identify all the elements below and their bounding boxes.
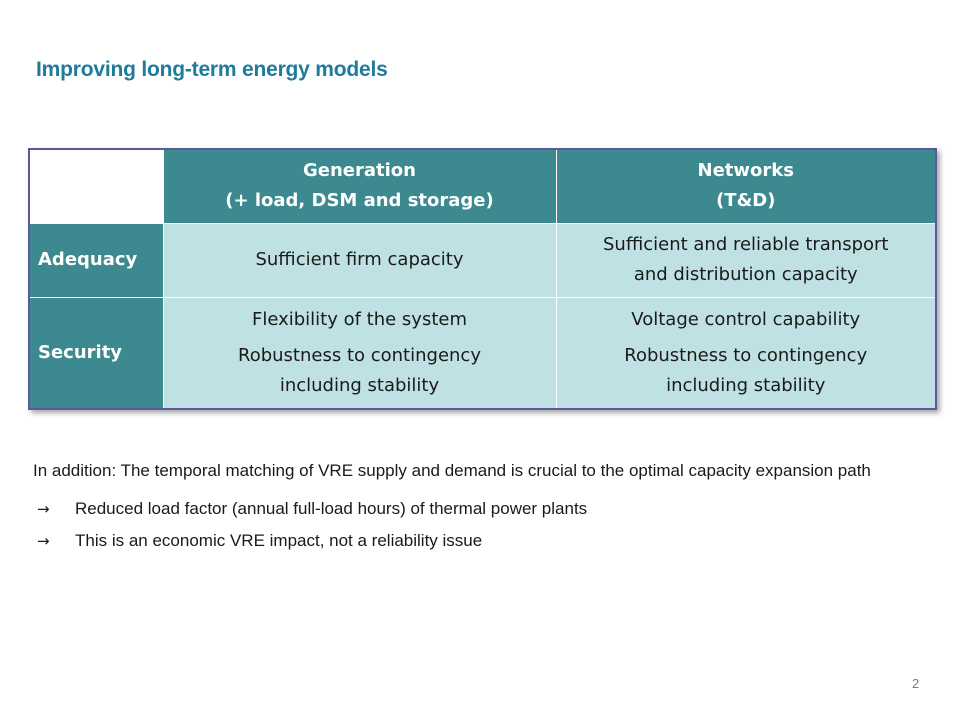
cell-line: including stability [666,374,826,396]
slide-title: Improving long-term energy models [36,58,388,81]
bullet-item: → Reduced load factor (annual full-load … [33,499,913,519]
body-text: In addition: The temporal matching of VR… [33,454,913,551]
cell-line: Robustness to contingency [238,344,481,366]
table-corner-cell [28,148,164,224]
bullet-text: This is an economic VRE impact, not a re… [75,531,483,550]
table-row-security: Security Flexibility of the system Robus… [28,296,937,410]
intro-paragraph: In addition: The temporal matching of VR… [33,461,871,480]
table-row-adequacy: Adequacy Sufficient firm capacity Suffic… [28,222,937,298]
cell-adequacy-networks: Sufficient and reliable transport and di… [555,222,937,298]
column-header-networks-line2: (T&D) [716,190,776,212]
column-header-generation: Generation (+ load, DSM and storage) [162,148,557,224]
bullet-item: → This is an economic VRE impact, not a … [33,531,913,551]
column-header-generation-line1: Generation [303,160,416,182]
cell-line: including stability [279,374,440,396]
table-header-row: Generation (+ load, DSM and storage) Net… [28,148,937,224]
bullet-text: Reduced load factor (annual full-load ho… [75,499,588,518]
cell-line: Sufficient and reliable transport [603,234,889,255]
cell-line: Flexibility of the system [251,308,468,330]
column-header-networks-line1: Networks [697,160,794,182]
cell-security-networks: Voltage control capability Robustness to… [555,296,937,410]
cell-line: Sufficient firm capacity [255,249,464,270]
cell-security-generation: Flexibility of the system Robustness to … [162,296,557,410]
column-header-generation-line2: (+ load, DSM and storage) [225,190,494,212]
row-header-adequacy: Adequacy [28,222,164,298]
column-header-networks: Networks (T&D) [555,148,937,224]
cell-line: Robustness to contingency [624,344,868,366]
cell-line: and distribution capacity [633,264,858,285]
row-header-security: Security [28,296,164,410]
page-number: 2 [912,676,920,691]
adequacy-security-matrix: Generation (+ load, DSM and storage) Net… [28,148,937,410]
right-arrow-icon: → [37,532,50,550]
cell-line: Voltage control capability [631,308,861,330]
cell-adequacy-generation: Sufficient firm capacity [162,222,557,298]
right-arrow-icon: → [37,500,50,518]
